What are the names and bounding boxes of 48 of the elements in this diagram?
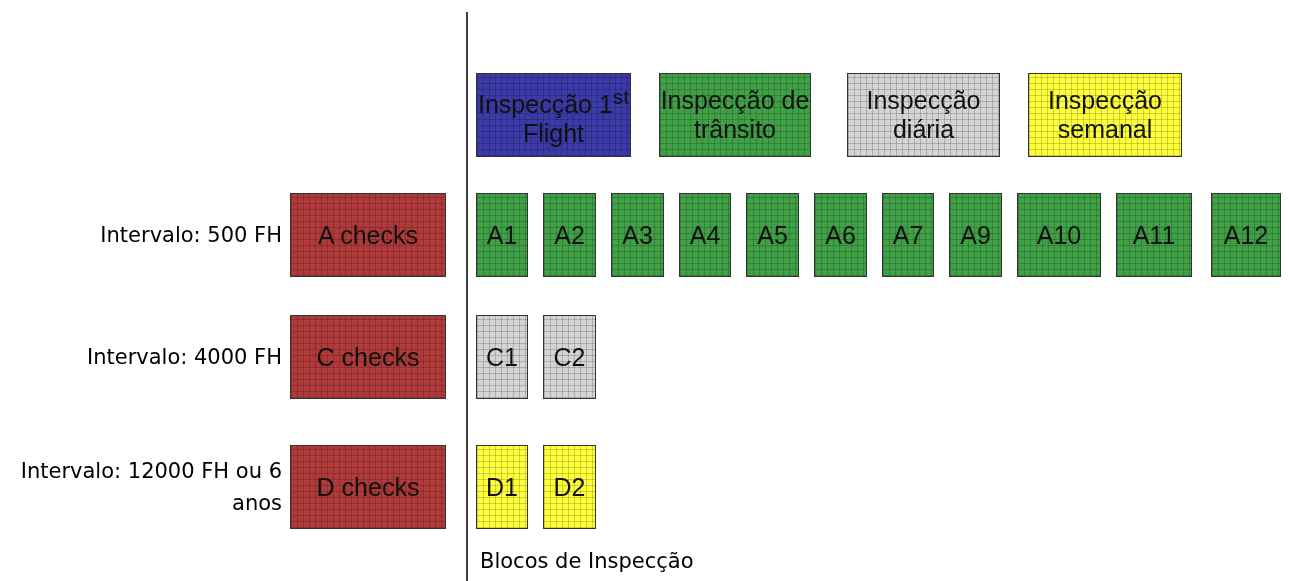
- block-box: [1116, 193, 1192, 277]
- block-box: [1211, 193, 1281, 277]
- box-label: Inspecção diária: [865, 86, 982, 144]
- box-label: Inspecção semanal: [1047, 86, 1163, 144]
- box-label: Inspecção 1$^{st}$ Flight: [477, 83, 630, 149]
- block-box: [1017, 193, 1101, 277]
- interval-label: Intervalo: 12000 FH ou 6 anos: [19, 458, 282, 517]
- box-label: D1: [486, 472, 518, 502]
- inspection-box: [847, 73, 1000, 157]
- check-box: [290, 193, 446, 277]
- block-box: [814, 193, 867, 277]
- box-label: D2: [553, 472, 586, 502]
- box-label: D checks: [316, 472, 420, 502]
- check-box: [290, 315, 446, 399]
- block-box: [679, 193, 731, 277]
- box-label: A4: [689, 220, 721, 250]
- block-box: [476, 445, 528, 529]
- box-label: A11: [1132, 220, 1176, 250]
- box-label: A9: [960, 220, 991, 250]
- box-label: Inspecção de trânsito: [660, 86, 810, 144]
- box-label: C checks: [316, 342, 420, 372]
- inspection-box: [476, 73, 631, 157]
- interval-label: Intervalo: 4000 FH: [86, 344, 282, 371]
- block-box: [746, 193, 799, 277]
- block-box: [543, 315, 596, 399]
- box-label: A1: [486, 220, 518, 250]
- inspection-box: [1028, 73, 1182, 157]
- block-box: [949, 193, 1002, 277]
- box-label: A3: [622, 220, 653, 250]
- box-label: C2: [553, 342, 586, 372]
- inspection-box: [659, 73, 811, 157]
- box-label: C1: [486, 342, 518, 372]
- block-box: [882, 193, 934, 277]
- box-label: A10: [1036, 220, 1082, 250]
- box-label: A checks: [317, 220, 419, 250]
- box-label: A5: [757, 220, 788, 250]
- block-box: [611, 193, 664, 277]
- interval-label: Intervalo: 500 FH: [99, 222, 282, 249]
- box-label: A7: [892, 220, 924, 250]
- block-box: [543, 445, 596, 529]
- check-box: [290, 445, 446, 529]
- box-label: A12: [1223, 220, 1269, 250]
- axis-caption: Blocos de Inspecção: [480, 549, 694, 573]
- block-box: [476, 315, 528, 399]
- block-box: [543, 193, 596, 277]
- box-label: A2: [554, 220, 585, 250]
- box-label: A6: [825, 220, 856, 250]
- block-box: [476, 193, 528, 277]
